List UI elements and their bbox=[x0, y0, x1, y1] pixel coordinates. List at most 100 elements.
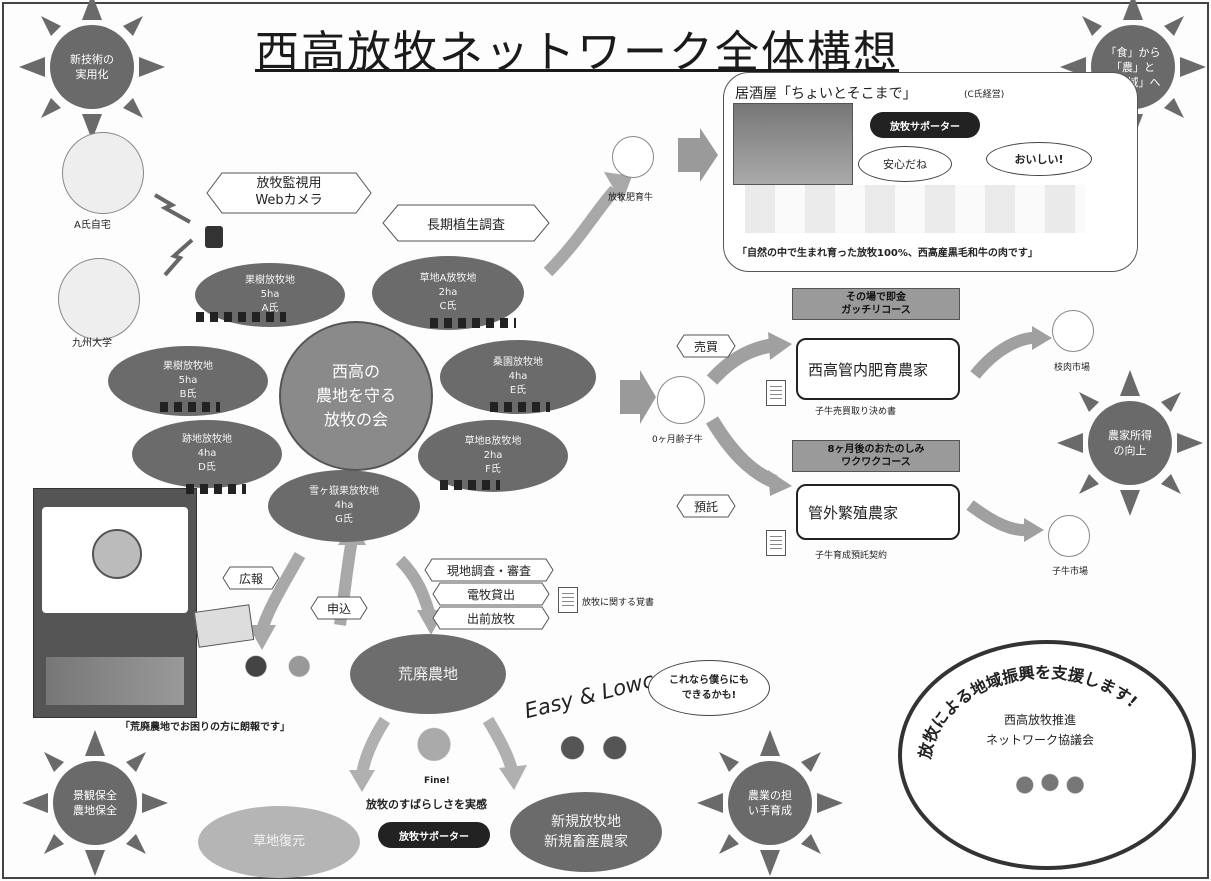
hex-sale: 売買 bbox=[676, 334, 736, 358]
hex-webcam: 放牧監視用 Webカメラ bbox=[206, 172, 372, 214]
block-arrow-izakaya bbox=[678, 128, 718, 182]
arrow-pr bbox=[256, 552, 306, 632]
bubble-anshin: 安心だね bbox=[858, 146, 952, 182]
document-icon bbox=[766, 380, 786, 406]
arrow-sale bbox=[706, 338, 777, 385]
sun-income: 農家所得 の向上 bbox=[1055, 368, 1205, 518]
course2-doc-label: 子牛育成預託契約 bbox=[815, 551, 888, 561]
sun-successors: 農業の担 い手育成 bbox=[695, 728, 845, 878]
fine-label: Fine! bbox=[424, 776, 450, 786]
consign-label: 預託 bbox=[693, 500, 718, 514]
course1-doc-label: 子牛売買取り決め書 bbox=[815, 407, 897, 417]
council-people-illustration bbox=[1008, 770, 1092, 820]
document-icon bbox=[558, 587, 578, 613]
course-gatchiri-banner: その場で即金ガッチリコース bbox=[792, 288, 960, 320]
document-icon bbox=[766, 530, 786, 556]
carcass-market-label: 枝肉市場 bbox=[1054, 363, 1091, 373]
cow-icon bbox=[612, 136, 654, 178]
cattle-row bbox=[160, 402, 220, 412]
fattening-cattle-label: 放牧肥育牛 bbox=[608, 193, 654, 203]
hex-fence: 電牧貸出 bbox=[432, 582, 550, 606]
hex-consign: 預託 bbox=[676, 494, 736, 518]
center-association: 西高の農地を守る放牧の会 bbox=[279, 321, 433, 471]
kyushu-computer-icon bbox=[58, 258, 140, 340]
a-home-computer-icon bbox=[62, 132, 144, 214]
arrow-to-carcass-market bbox=[970, 331, 1041, 379]
council-name: 西高放牧推進ネットワーク協議会 bbox=[985, 713, 1094, 747]
kids-illustration bbox=[232, 646, 328, 704]
signal-bolt-lower bbox=[163, 238, 194, 277]
poster-caption: 「荒廃農地でお困りの方に朗報です」 bbox=[120, 722, 290, 733]
arrow-to-fattening bbox=[543, 185, 620, 277]
kyushu-label: 九州大学 bbox=[72, 338, 112, 349]
cattle-row bbox=[430, 318, 516, 328]
speech-bubble: これなら僕らにもできるかも! bbox=[648, 660, 770, 716]
webcam-line2: Webカメラ bbox=[255, 193, 323, 208]
cow-icon bbox=[1048, 515, 1090, 557]
izakaya-title: 居酒屋「ちょいとそこまで」 bbox=[735, 86, 917, 102]
izakaya-caption: 「自然の中で生まれ育った放牧100%、西高産黒毛和牛の肉です」 bbox=[737, 248, 1038, 259]
apply-label: 申込 bbox=[326, 602, 351, 616]
a-home-label: A氏自宅 bbox=[74, 220, 111, 231]
course-wakuwaku-banner: 8ヶ月後のおたのしみワクワクコース bbox=[792, 440, 960, 472]
izakaya-owner: (C氏経営) bbox=[964, 90, 1005, 100]
webcam-line1: 放牧監視用 bbox=[256, 176, 322, 191]
leaflet-icon bbox=[193, 604, 255, 648]
grassland-restore-oval: 草地復元 bbox=[198, 806, 360, 878]
cow-icon bbox=[1052, 310, 1094, 352]
survey-label: 現地調査・審査 bbox=[446, 564, 531, 578]
calf-market-label: 子牛市場 bbox=[1052, 567, 1089, 577]
poster-photo bbox=[46, 657, 184, 705]
hex-vegetation: 長期植生調査 bbox=[382, 204, 550, 242]
council-ring bbox=[898, 640, 1196, 870]
signal-bolt-upper bbox=[153, 193, 191, 224]
hex-apply: 申込 bbox=[310, 596, 368, 620]
calf-icon bbox=[657, 376, 705, 424]
supporter-figure bbox=[404, 722, 464, 778]
supporter-badge-bottom: 放牧サポーター bbox=[378, 822, 490, 848]
poster bbox=[33, 488, 197, 718]
page-title: 西高放牧ネットワーク全体構想 bbox=[255, 27, 899, 78]
arrow-consign bbox=[705, 416, 778, 489]
cattle-row bbox=[186, 484, 246, 494]
izakaya-photo bbox=[733, 103, 853, 185]
kids-illustration bbox=[550, 734, 640, 780]
block-arrow-calf bbox=[620, 370, 656, 424]
sun-landscape: 景観保全 農地保全 bbox=[20, 728, 170, 878]
great-label: 放牧のすばらしさを実感 bbox=[366, 798, 487, 811]
arrow-to-new-farm bbox=[482, 716, 518, 772]
breeding-farmer-box: 管外繁殖農家 bbox=[796, 484, 960, 540]
arrowhead-fattening bbox=[604, 172, 632, 203]
calf-label: 0ヶ月齢子牛 bbox=[652, 435, 703, 445]
arrow-to-calf-market bbox=[966, 500, 1031, 537]
cattle-row bbox=[490, 402, 550, 412]
pr-label: 広報 bbox=[238, 572, 263, 586]
hex-pr: 広報 bbox=[222, 566, 280, 590]
abandoned-farmland-oval: 荒廃農地 bbox=[350, 634, 506, 714]
sale-label: 売買 bbox=[693, 340, 718, 354]
bubble-oishii: おいしい! bbox=[986, 142, 1092, 176]
cattle-row bbox=[440, 480, 500, 490]
supporter-badge: 放牧サポーター bbox=[870, 112, 980, 138]
memo-label: 放牧に関する覚書 bbox=[582, 598, 655, 608]
support-ring-text: 放牧による地域振興を支援します! bbox=[915, 663, 1141, 761]
arrow-to-restore bbox=[356, 716, 391, 776]
cattle-row bbox=[196, 312, 286, 322]
vegetation-label: 長期植生調査 bbox=[426, 218, 505, 233]
people-illustration bbox=[745, 185, 1085, 233]
fence-label: 電牧貸出 bbox=[466, 588, 515, 602]
webcam-icon bbox=[205, 226, 223, 248]
new-pasture-oval: 新規放牧地新規畜産農家 bbox=[510, 792, 662, 872]
dispatch-label: 出前放牧 bbox=[466, 612, 515, 626]
sun-tech: 新技術の 実用化 bbox=[17, 0, 167, 142]
hex-dispatch: 出前放牧 bbox=[432, 606, 550, 630]
hex-survey: 現地調査・審査 bbox=[424, 558, 554, 582]
fattening-farmer-box: 西高管内肥育農家 bbox=[796, 338, 960, 400]
cow-face-illustration bbox=[92, 529, 142, 579]
